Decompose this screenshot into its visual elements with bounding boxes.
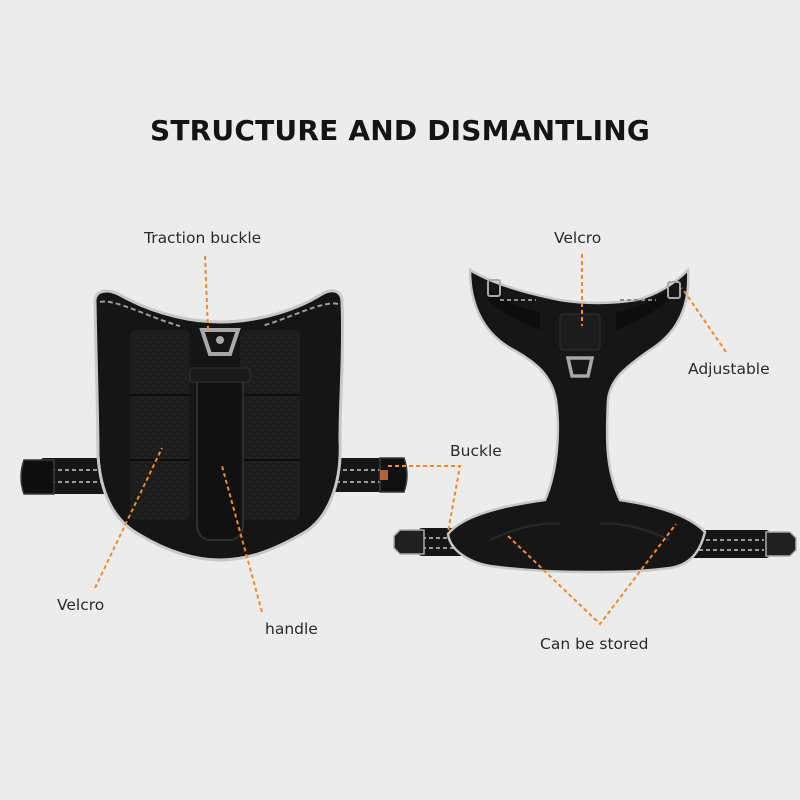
back-right-buckle xyxy=(765,531,797,557)
velcro-left-leader xyxy=(94,447,163,589)
back-harness-body xyxy=(446,267,707,574)
right-side-buckle xyxy=(379,457,408,493)
leader-lines xyxy=(94,254,727,626)
back-left-buckle xyxy=(393,529,425,555)
left-side-buckle xyxy=(20,459,55,495)
traction-buckle-leader xyxy=(204,255,209,331)
label-velcro-left: Velcro xyxy=(57,596,105,614)
left-side-strap xyxy=(40,458,112,494)
label-traction-buckle: Traction buckle xyxy=(144,229,262,247)
velcro-panel-left xyxy=(130,330,190,520)
velcro-pocket xyxy=(559,313,601,351)
can-be-stored-leader xyxy=(507,523,677,626)
label-buckle: Buckle xyxy=(450,442,502,460)
buckle-leader xyxy=(388,465,462,533)
adjustable-leader xyxy=(681,287,727,353)
handle-leader xyxy=(221,465,263,613)
label-velcro-right: Velcro xyxy=(554,229,602,247)
page-title: STRUCTURE AND DISMANTLING xyxy=(149,114,651,147)
front-harness xyxy=(20,289,408,562)
label-adjustable: Adjustable xyxy=(688,360,770,378)
label-handle: handle xyxy=(265,620,318,638)
traction-buckle xyxy=(199,328,241,356)
back-harness xyxy=(393,267,797,574)
velcro-panel-right xyxy=(240,330,300,520)
d-ring xyxy=(565,356,595,378)
right-side-strap xyxy=(330,458,390,492)
label-can-be-stored: Can be stored xyxy=(540,635,649,653)
